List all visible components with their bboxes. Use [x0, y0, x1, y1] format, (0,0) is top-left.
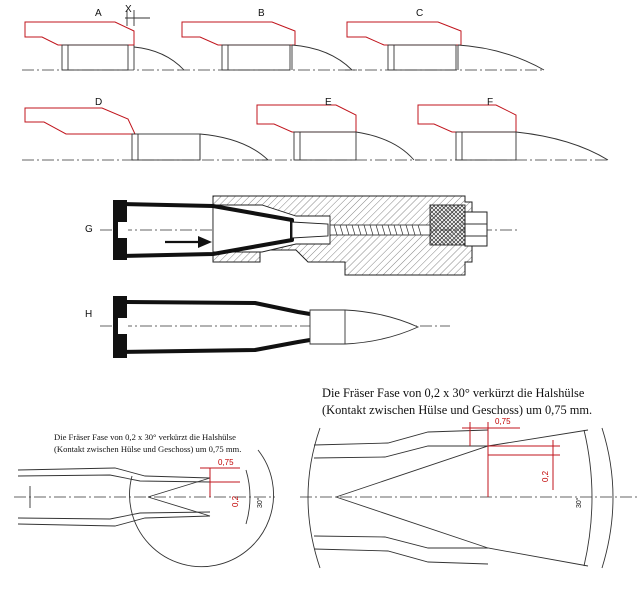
label-e: E — [325, 97, 332, 108]
bullet-ogive — [515, 131, 609, 161]
angle-arc — [583, 429, 593, 567]
detail-circle-left — [307, 427, 321, 569]
label-a: A — [95, 8, 102, 19]
lock-nut — [464, 211, 488, 247]
stem-threads — [333, 224, 422, 236]
small-dim-chamfer: 0,2 — [231, 495, 240, 507]
bullet-ogive — [199, 133, 269, 161]
case-neck — [221, 44, 291, 71]
cutter-cone — [335, 429, 589, 567]
primer-pocket — [118, 318, 128, 334]
step-e: E — [255, 97, 420, 161]
label-h: H — [85, 309, 92, 320]
knurled-cap — [429, 204, 466, 246]
case-neck — [387, 44, 457, 71]
small-caption-line-1: Die Fräser Fase von 0,2 x 30° verkürzt d… — [54, 432, 236, 442]
big-caption-line-2: (Kontakt zwischen Hülse und Geschoss) um… — [322, 403, 592, 417]
small-dim-angle: 30° — [256, 497, 264, 508]
big-dim-angle: 30° — [575, 497, 583, 508]
die-outline — [417, 104, 517, 133]
big-dim-chamfer: 0,2 — [541, 470, 550, 482]
bullet — [291, 221, 329, 239]
primer-pocket — [118, 222, 128, 238]
angle-arc — [245, 469, 251, 525]
small-dim-length: 0,75 — [218, 458, 234, 467]
label-d: D — [95, 97, 102, 108]
label-c: C — [416, 8, 423, 19]
die-outline — [181, 21, 296, 46]
label-x: X — [125, 4, 132, 15]
step-g: G — [85, 195, 520, 276]
case-neck — [61, 44, 129, 71]
detail-circle-right — [601, 427, 614, 569]
die-outline — [256, 104, 357, 133]
detail-circle — [129, 449, 274, 568]
case-inner-outline — [17, 474, 211, 520]
label-g: G — [85, 224, 93, 235]
big-dim-length: 0,75 — [495, 417, 511, 426]
detail-small: Die Fräser Fase von 0,2 x 30° verkürzt d… — [14, 432, 275, 568]
seating-stem — [329, 224, 431, 236]
step-b: B — [178, 8, 360, 71]
bullet-ogive — [133, 46, 185, 71]
die-outline — [24, 107, 136, 135]
die-outline — [24, 21, 135, 46]
label-f: F — [487, 97, 493, 108]
step-h: H — [85, 296, 450, 358]
case-outline — [313, 429, 489, 565]
case-outline — [17, 467, 211, 527]
bullet-ogive — [291, 44, 353, 71]
step-f: F — [415, 97, 610, 161]
bullet-ogive — [355, 131, 415, 161]
die-outline — [346, 21, 462, 46]
bullet-ogive — [457, 44, 545, 71]
case-inner-outline — [313, 445, 488, 549]
step-c: C — [345, 8, 545, 71]
step-d: D — [22, 97, 270, 161]
step-a: A X — [22, 4, 185, 71]
case-neck — [293, 131, 357, 161]
detail-large: Die Fräser Fase von 0,2 x 30° verkürzt d… — [300, 386, 640, 569]
big-caption-line-1: Die Fräser Fase von 0,2 x 30° verkürzt d… — [322, 386, 585, 400]
arrow-head — [198, 236, 212, 248]
case-neck — [455, 131, 517, 161]
cutter-cone — [147, 477, 211, 517]
label-b: B — [258, 8, 265, 19]
small-caption-line-2: (Kontakt zwischen Hülse und Geschoss) um… — [54, 444, 241, 454]
bullet — [309, 309, 420, 345]
cartridge-case — [119, 300, 311, 354]
case-neck — [131, 133, 201, 161]
